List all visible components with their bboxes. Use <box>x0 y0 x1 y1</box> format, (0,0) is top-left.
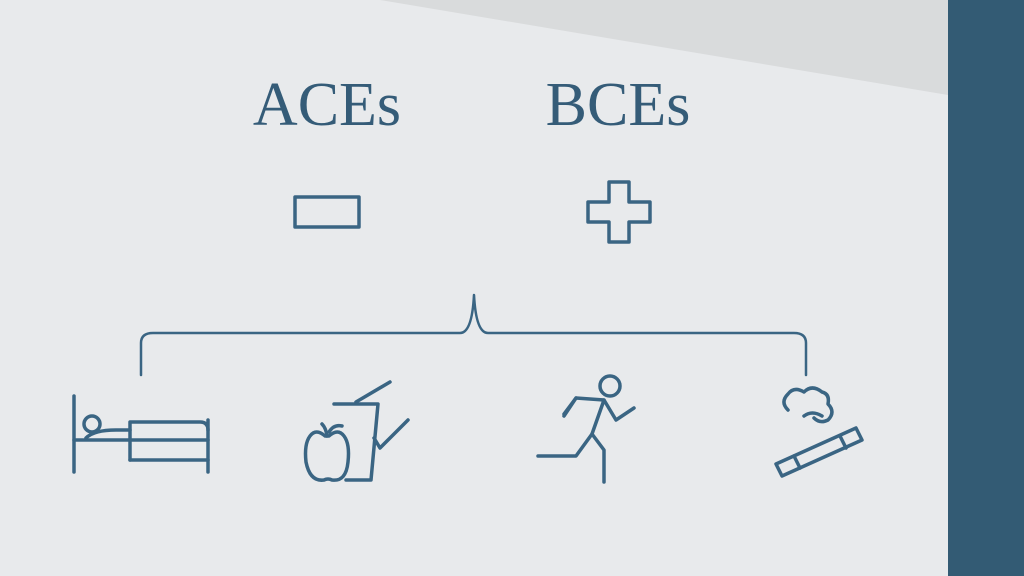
curly-brace <box>139 293 808 377</box>
accent-side-bar <box>948 0 1024 576</box>
running-person-icon <box>536 374 636 484</box>
cigarette-icon <box>774 386 864 478</box>
aces-heading: ACEs <box>252 71 402 139</box>
plus-icon <box>586 180 652 244</box>
minus-icon <box>293 195 361 229</box>
bed-sleep-icon <box>72 394 210 474</box>
healthy-food-icon <box>303 380 410 482</box>
bces-heading: BCEs <box>545 71 691 139</box>
